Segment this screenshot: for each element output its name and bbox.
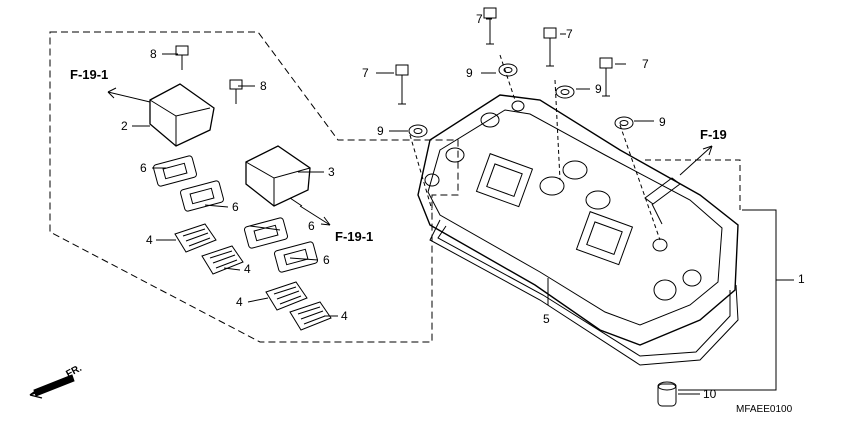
arrow-f19-1-top: [107, 91, 151, 103]
washer-9-a: [498, 63, 518, 77]
washer-9-d: [408, 124, 428, 138]
part-6-c: [244, 217, 288, 249]
callout-10: 10: [703, 387, 717, 401]
leader-line: [409, 134, 433, 211]
part-4-d: [289, 301, 332, 331]
callout-8-a: 8: [150, 47, 157, 61]
callout-7-a: 7: [476, 12, 483, 26]
ref-f19-1-top: F-19-1: [70, 67, 109, 82]
diagram-code: MFAEE0100: [736, 404, 793, 415]
cylinder-head-cover: [417, 94, 739, 346]
callout-9-c: 9: [659, 115, 666, 129]
arrow-f19-1-bottom: [299, 205, 331, 226]
part-6-d: [274, 241, 318, 273]
callout-4-c: 4: [236, 295, 243, 309]
screw-8-a: [175, 45, 189, 70]
leader-line: [554, 79, 561, 181]
assembly-frame: [49, 31, 459, 343]
bolt-7-d: [395, 64, 409, 105]
part-3-valve: [245, 145, 311, 207]
leader-line: [645, 159, 741, 210]
part-4-c: [265, 281, 308, 311]
callout-6-d: 6: [323, 253, 330, 267]
callout-3: 3: [328, 165, 335, 179]
callout-9-a: 9: [466, 66, 473, 80]
callout-7-b: 7: [566, 27, 573, 41]
part-10-grommet: [657, 381, 677, 407]
callout-1: 1: [798, 272, 805, 286]
callout-4-a: 4: [146, 233, 153, 247]
part-6-b: [180, 180, 224, 212]
leader-line: [499, 54, 516, 101]
leader-line: [247, 297, 269, 303]
callout-9-d: 9: [377, 124, 384, 138]
callout-5: 5: [543, 312, 550, 326]
washer-9-c: [614, 116, 634, 130]
bolt-7-a: [483, 7, 497, 45]
ref-f19: F-19: [700, 127, 727, 142]
callout-8-b: 8: [260, 79, 267, 93]
bolt-7-b: [543, 27, 557, 67]
callout-6-a: 6: [140, 161, 147, 175]
part-4-b: [201, 245, 244, 275]
callout-4-d: 4: [341, 309, 348, 323]
bolt-7-c: [599, 57, 613, 97]
part-6-a: [153, 155, 197, 187]
cover-gasket: [429, 219, 739, 366]
callout-6-c: 6: [308, 219, 315, 233]
callout-6-b: 6: [232, 200, 239, 214]
leader-line: [289, 257, 319, 261]
callout-7-c: 7: [642, 57, 649, 71]
callout-2: 2: [121, 119, 128, 133]
leader-line: [619, 124, 661, 241]
callout-9-b: 9: [595, 82, 602, 96]
part-2-valve: [149, 83, 215, 147]
arrow-f19: [679, 145, 713, 176]
callout-7-d: 7: [362, 66, 369, 80]
callout-4-b: 4: [244, 262, 251, 276]
leader-line: [678, 209, 777, 391]
screw-8-b: [229, 79, 243, 104]
washer-9-b: [555, 85, 575, 99]
ref-f19-1-bottom: F-19-1: [335, 229, 374, 244]
part-4-a: [174, 223, 217, 253]
